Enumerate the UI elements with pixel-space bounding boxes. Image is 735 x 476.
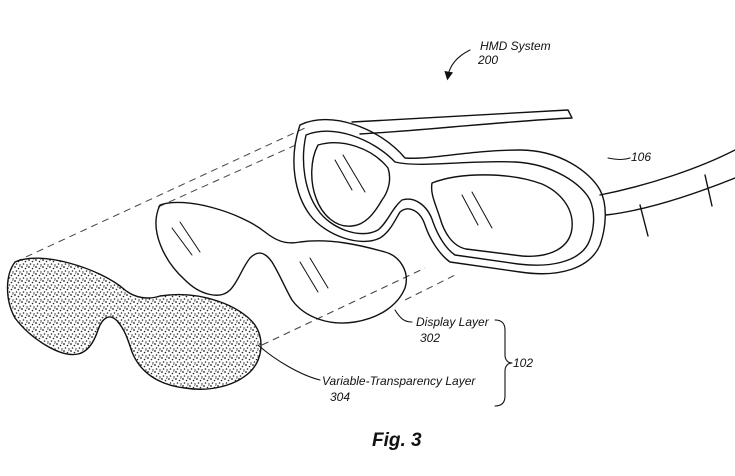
display-layer-leader [394, 309, 413, 323]
layer-group-brace [494, 319, 513, 407]
temple-arm-front [599, 149, 735, 216]
variable-transparency-layer [6, 257, 262, 390]
hmd-system-arrow [444, 49, 471, 81]
variable-layer-ref: 304 [330, 390, 350, 404]
hmd-system-label: HMD System [480, 39, 551, 53]
variable-layer-label: Variable-Transparency Layer [322, 374, 476, 388]
variable-layer-leader [257, 344, 321, 381]
hmd-frame [293, 109, 735, 275]
frame-outer [293, 118, 606, 275]
temple-arm-back [351, 109, 573, 135]
projection-lines [14, 127, 456, 346]
right-lens [430, 174, 573, 257]
left-lens [311, 142, 391, 227]
leader-lines [257, 49, 631, 407]
display-layer-label: Display Layer [416, 315, 490, 329]
frame-leader [607, 157, 631, 161]
hmd-system-ref: 200 [477, 53, 498, 67]
display-layer-ref: 302 [420, 331, 440, 345]
figure-caption: Fig. 3 [372, 430, 422, 451]
frame-ref: 106 [631, 150, 651, 164]
display-layer [155, 201, 407, 324]
layer-group-ref: 102 [513, 356, 533, 370]
